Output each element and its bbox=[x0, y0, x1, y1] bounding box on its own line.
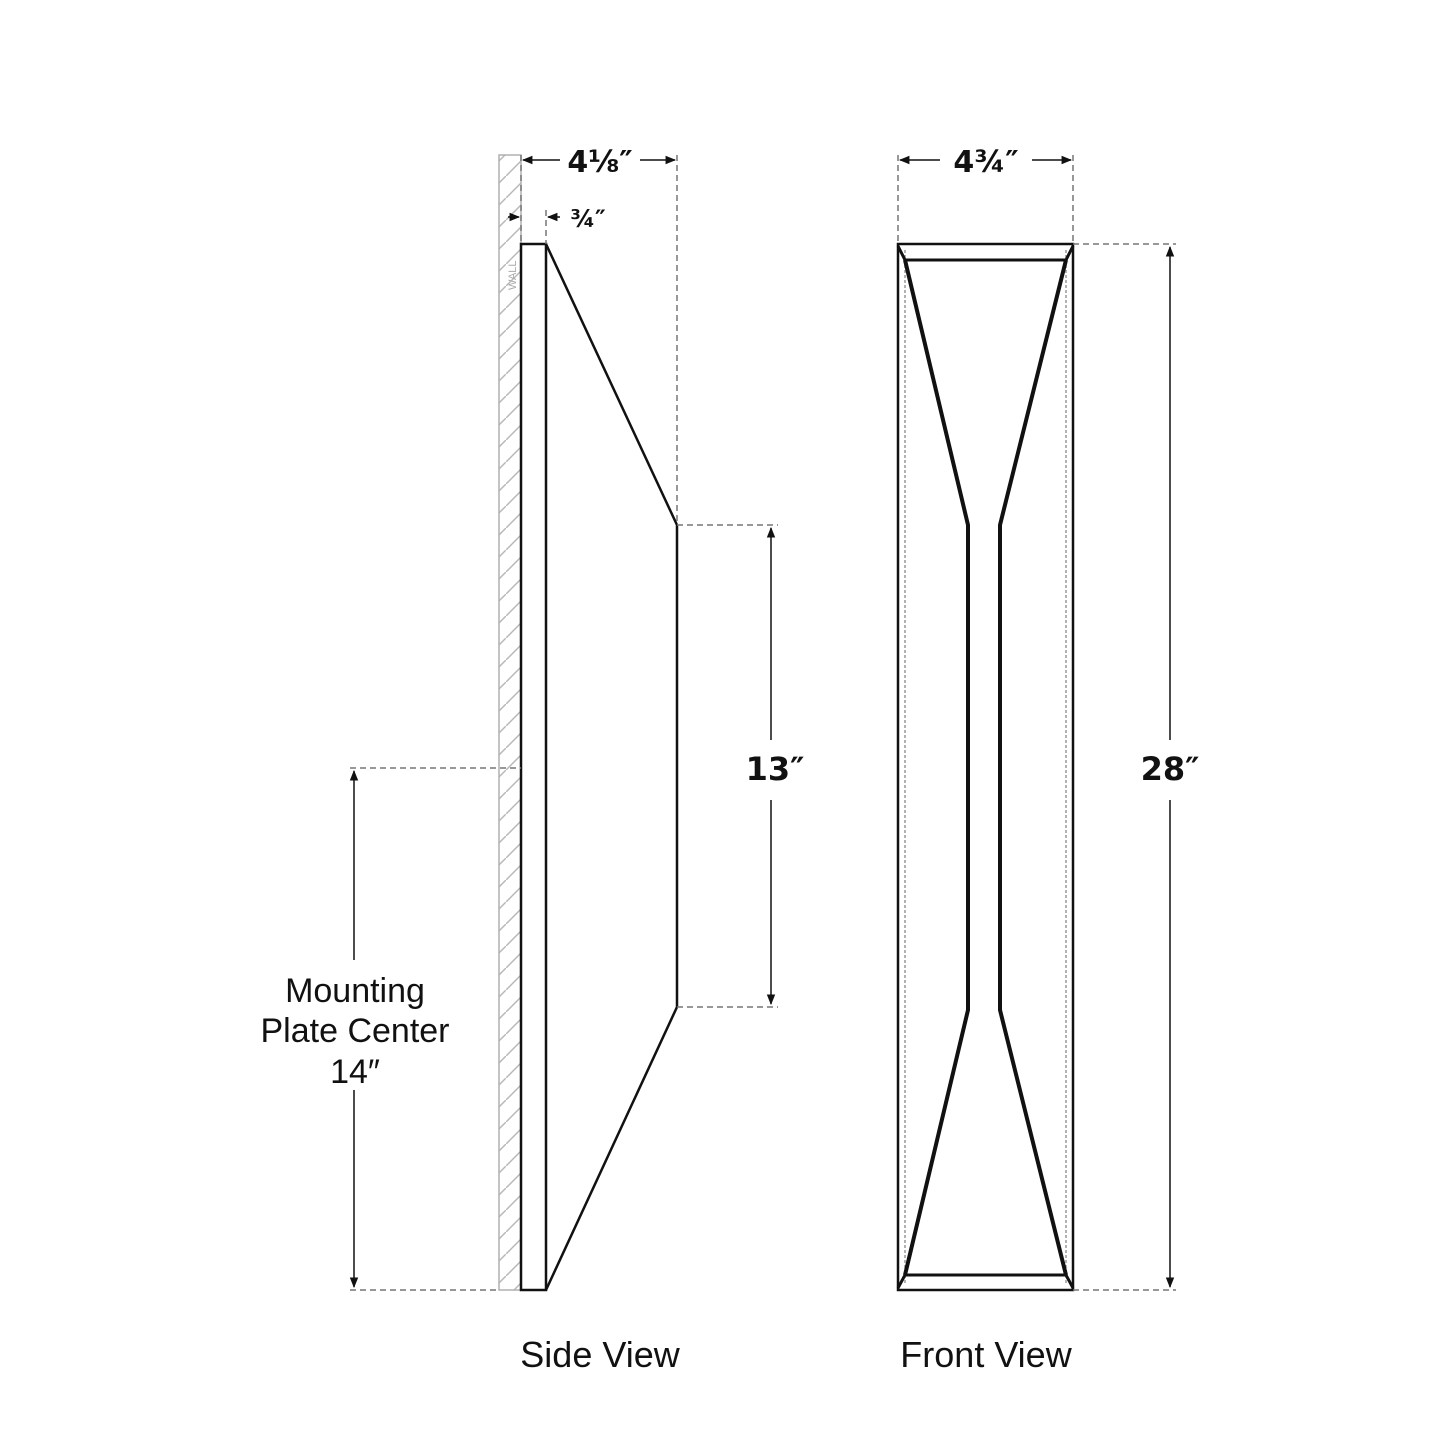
mounting-plate bbox=[519, 242, 548, 1292]
mounting-label-line1: Mounting bbox=[285, 972, 425, 1010]
side-view-drawing bbox=[519, 242, 679, 1292]
wall: WALL bbox=[498, 154, 522, 1291]
overall-depth-dimension: 4⅛″ bbox=[567, 145, 632, 180]
side-dimensions bbox=[350, 155, 778, 1291]
mounting-height-value: 14″ bbox=[330, 1053, 380, 1091]
plate-depth-dimension: ¾″ bbox=[570, 205, 606, 233]
front-view-drawing bbox=[896, 242, 1075, 1292]
side-view-title: Side View bbox=[520, 1334, 680, 1375]
wall-label: WALL bbox=[507, 260, 519, 290]
mounting-label-line2: Plate Center bbox=[261, 1012, 450, 1050]
side-shade-profile bbox=[544, 243, 679, 1291]
shade-face-height-dimension: 13″ bbox=[746, 750, 805, 788]
front-height-dimension: 28″ bbox=[1141, 750, 1200, 788]
front-width-dimension: 4¾″ bbox=[953, 145, 1018, 180]
front-view-title: Front View bbox=[900, 1334, 1072, 1375]
